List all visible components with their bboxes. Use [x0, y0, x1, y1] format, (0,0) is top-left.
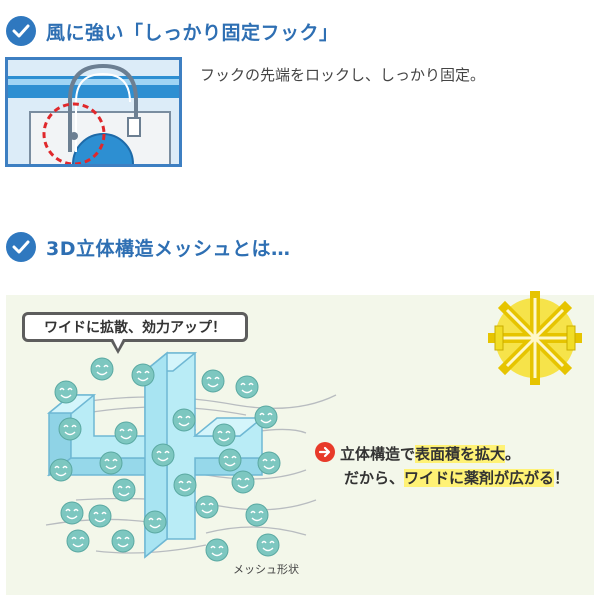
explanation-text: 立体構造で — [340, 445, 416, 463]
explanation-line-2: だから、ワイドに薬剤が広がる！ — [344, 467, 569, 488]
explanation-text: 。 — [505, 445, 521, 463]
hook-illustration — [5, 57, 182, 167]
smiley-particle-icon — [212, 423, 236, 447]
highlighted-text: ワイドに薬剤が広がる — [404, 469, 555, 487]
smiley-particle-icon — [90, 357, 114, 381]
smiley-particle-icon — [60, 501, 84, 525]
smiley-particle-icon — [112, 478, 136, 502]
speech-bubble: ワイドに拡散、効力アップ！ — [22, 312, 248, 342]
smiley-particle-icon — [218, 448, 242, 472]
mesh-illustration — [45, 351, 337, 562]
check-icon — [6, 232, 36, 262]
smiley-particle-icon — [49, 458, 73, 482]
explanation-line-1: 立体構造で表面積を拡大。 — [340, 443, 520, 464]
smiley-particle-icon — [245, 503, 269, 527]
smiley-particle-icon — [254, 405, 278, 429]
check-icon — [6, 16, 36, 46]
smiley-particle-icon — [131, 363, 155, 387]
smiley-particle-icon — [231, 470, 255, 494]
smiley-particle-icon — [201, 369, 225, 393]
smiley-particle-icon — [58, 417, 82, 441]
smiley-particle-icon — [88, 504, 112, 528]
smiley-particle-icon — [205, 538, 229, 562]
mesh-badge-icon — [488, 291, 582, 385]
smiley-particle-icon — [143, 510, 167, 534]
pointer-icon — [315, 442, 335, 462]
section-heading-hook: 風に強い「しっかり固定フック」 — [0, 14, 339, 48]
bubble-text: ワイドに拡散、効力アップ！ — [44, 320, 226, 336]
smiley-particle-icon — [54, 380, 78, 404]
smiley-particle-icon — [195, 495, 219, 519]
smiley-particle-icon — [173, 473, 197, 497]
smiley-particle-icon — [66, 529, 90, 553]
section-heading-text: 風に強い「しっかり固定フック」 — [46, 21, 339, 44]
mesh-caption: メッシュ形状 — [233, 563, 299, 576]
section-heading-text: 3D立体構造メッシュとは… — [46, 237, 291, 260]
smiley-particle-icon — [99, 451, 123, 475]
smiley-particle-icon — [172, 408, 196, 432]
section-heading-mesh: 3D立体構造メッシュとは… — [0, 230, 291, 264]
hook-description: フックの先端をロックし、しっかり固定。 — [200, 66, 486, 84]
explanation-text: ！ — [554, 469, 570, 487]
smiley-particle-icon — [111, 529, 135, 553]
smiley-particle-icon — [114, 421, 138, 445]
smiley-particle-icon — [257, 451, 281, 475]
bubble-tail-inner — [113, 339, 123, 349]
explanation-text: だから、 — [344, 469, 405, 487]
highlighted-text: 表面積を拡大 — [415, 445, 506, 463]
smiley-particle-icon — [235, 375, 259, 399]
smiley-particle-icon — [151, 443, 175, 467]
smiley-particle-icon — [256, 533, 280, 557]
